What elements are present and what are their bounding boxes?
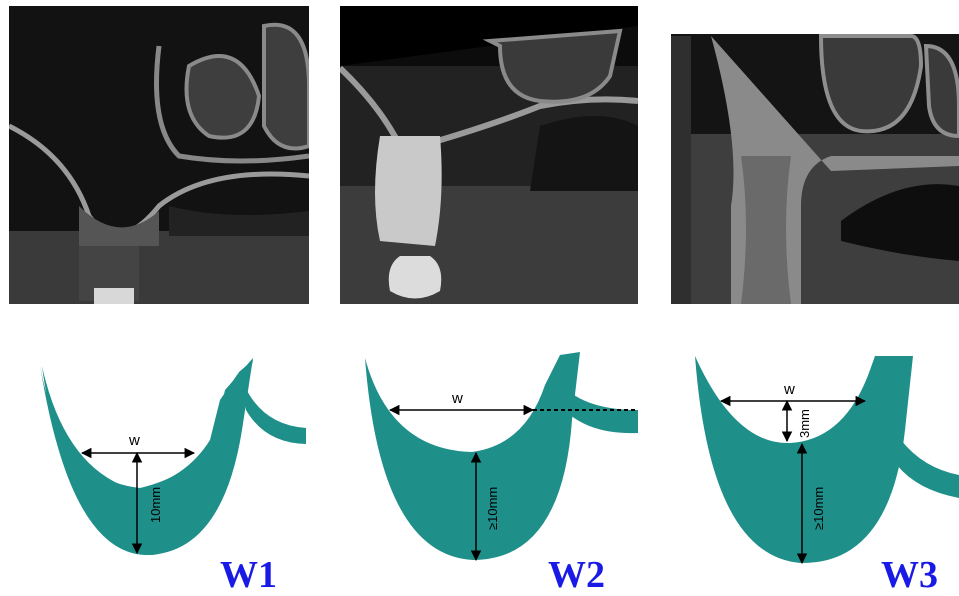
cortical-plate <box>242 380 306 444</box>
depth-label: 10mm <box>148 487 163 523</box>
ct-scan-w2 <box>340 6 638 304</box>
alveolar-bone <box>365 352 580 560</box>
width-label: w <box>128 432 140 449</box>
width-label: w <box>451 390 463 407</box>
crest-depth-label: 3mm <box>797 409 812 438</box>
depth-label: ≥10mm <box>485 487 500 530</box>
width-label: w <box>783 381 795 398</box>
depth-label: ≥10mm <box>811 487 826 530</box>
alveolar-bone <box>695 356 913 563</box>
ct-scan-w3 <box>671 6 959 304</box>
caption-w3: W3 <box>881 556 938 594</box>
cortical-plate <box>897 440 959 498</box>
caption-w1: W1 <box>220 556 277 594</box>
ct-scan-w1 <box>9 6 309 304</box>
caption-w2: W2 <box>548 556 605 594</box>
alveolar-bone <box>40 358 253 555</box>
